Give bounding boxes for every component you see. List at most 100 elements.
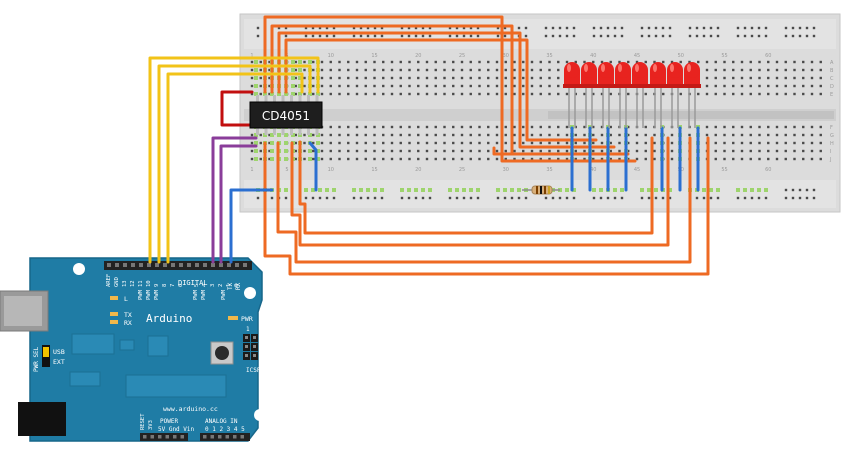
breadboard-hole [469, 60, 472, 64]
power-pin [158, 435, 162, 439]
connected-hole [316, 92, 320, 96]
breadboard-hole [793, 141, 796, 145]
connected-hole [764, 188, 768, 192]
connected-hole [503, 188, 507, 192]
power-rail-hole [256, 196, 260, 200]
breadboard-hole [819, 84, 822, 88]
breadboard-hole [504, 133, 507, 137]
led-red [649, 62, 667, 128]
breadboard-hole [312, 76, 315, 80]
power-rail-hole [352, 34, 356, 38]
breadboard-hole [539, 133, 542, 137]
breadboard-hole [767, 68, 770, 72]
breadboard-hole [539, 60, 542, 64]
breadboard-hole [373, 157, 376, 161]
breadboard-hole [592, 92, 595, 96]
power-rail-hole [270, 196, 274, 200]
power-rail-hole [702, 26, 706, 30]
header-pin-label: 10 [146, 280, 152, 287]
breadboard-hole [250, 76, 254, 80]
power-rail-hole [496, 34, 500, 38]
breadboard-hole [539, 125, 542, 129]
breadboard-hole [530, 92, 534, 96]
breadboard-hole [522, 84, 525, 88]
power-rail-hole [757, 34, 761, 38]
breadboard-hole [627, 141, 630, 145]
connected-hole [373, 188, 377, 192]
power-rail-hole [304, 196, 308, 200]
breadboard-hole [382, 68, 385, 72]
breadboard-hole [460, 60, 464, 64]
breadboard-hole [749, 133, 752, 137]
power-rail-hole [352, 196, 356, 200]
breadboard-hole [530, 157, 534, 161]
analog-pin [225, 435, 229, 439]
connected-hole [757, 188, 761, 192]
breadboard-hole [749, 60, 752, 64]
microcontroller [125, 374, 227, 398]
column-number: 1 [250, 167, 253, 173]
breadboard-hole [539, 68, 542, 72]
power-rail-hole [373, 34, 377, 38]
breadboard-hole [425, 92, 429, 96]
breadboard-hole [644, 125, 647, 129]
breadboard-hole [452, 157, 455, 161]
breadboard-hole [425, 133, 429, 137]
header-pin-label: GND [114, 277, 120, 287]
breadboard-hole [399, 84, 402, 88]
connected-hole [277, 133, 281, 137]
breadboard-hole [417, 68, 420, 72]
mounting-hole [73, 263, 85, 275]
breadboard-hole [487, 92, 490, 96]
breadboard-hole [592, 141, 595, 145]
breadboard-hole [373, 76, 376, 80]
breadboard-hole [793, 68, 796, 72]
breadboard-hole [627, 92, 630, 96]
breadboard-hole [329, 157, 332, 161]
breadboard-hole [565, 133, 569, 137]
breadboard-hole [635, 141, 639, 145]
connected-hole [359, 188, 363, 192]
breadboard-hole [382, 141, 385, 145]
breadboard-hole [810, 68, 814, 72]
pwm-label-11: PWM [138, 289, 144, 300]
breadboard-hole [303, 133, 306, 137]
breadboard-hole [740, 84, 744, 88]
breadboard-hole [583, 133, 586, 137]
power-rail-hole [565, 34, 569, 38]
power-rail-hole [592, 34, 596, 38]
breadboard-hole [714, 84, 717, 88]
breadboard-hole [522, 125, 525, 129]
breadboard-hole [250, 84, 254, 88]
reset-button-cap[interactable] [215, 346, 229, 360]
connected-hole [325, 188, 329, 192]
breadboard-hole [714, 125, 717, 129]
breadboard-hole [303, 84, 306, 88]
breadboard-hole [583, 125, 586, 129]
breadboard-hole [329, 76, 332, 80]
header-pin [243, 263, 247, 267]
power-rail-hole [791, 188, 795, 192]
breadboard-hole [329, 149, 332, 153]
breadboard-hole [443, 125, 446, 129]
breadboard-hole [670, 141, 674, 145]
breadboard-hole [662, 92, 665, 96]
power-rail-hole [606, 34, 610, 38]
connected-hole [308, 157, 312, 161]
power-rail-hole [798, 26, 802, 30]
connected-hole [270, 141, 274, 145]
breadboard-hole [548, 141, 551, 145]
breadboard-hole [723, 92, 726, 96]
breadboard-hole [495, 157, 499, 161]
header-pin-label: 0 [234, 284, 240, 287]
power-rail-hole [462, 26, 466, 30]
breadboard-hole [740, 76, 744, 80]
connected-hole [284, 188, 288, 192]
power-rail-hole [366, 26, 370, 30]
wires [148, 15, 710, 276]
power-rail-hole [455, 196, 459, 200]
breadboard-hole [320, 92, 324, 96]
column-number: 20 [415, 53, 421, 59]
power-rail-hole [469, 26, 473, 30]
column-number: 25 [459, 167, 465, 173]
